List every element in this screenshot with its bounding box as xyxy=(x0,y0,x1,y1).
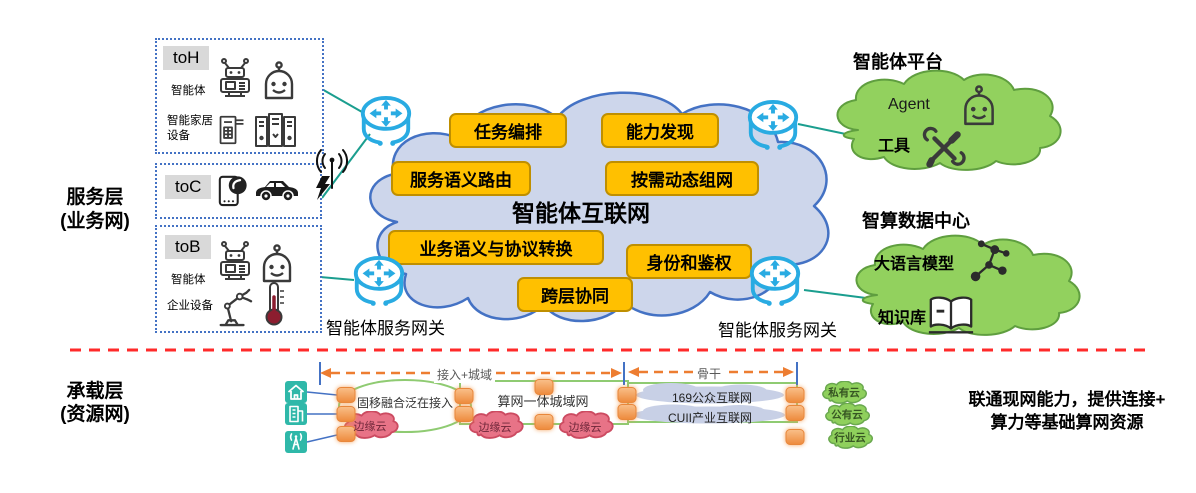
tools-icon xyxy=(922,126,966,170)
span-backbone-label: 骨干 xyxy=(694,365,725,382)
gateway-label-right: 智能体服务网关 xyxy=(718,321,837,340)
robot-icon xyxy=(259,243,295,285)
capability-task-orchestration: 任务编排 xyxy=(449,113,567,148)
footer-note-line1: 联通现网能力，提供连接+ xyxy=(968,390,1166,409)
capability-cross-layer: 跨层协同 xyxy=(517,277,633,312)
access-network-label: 固移融合泛在接入 xyxy=(356,396,453,410)
metro-network-label: 算网一体城域网 xyxy=(497,394,589,409)
toh-tag: toH xyxy=(163,46,210,70)
toh-agent-label: 智能体 xyxy=(171,85,206,97)
mech-robot-icon xyxy=(215,56,255,100)
ai-datacenter-title: 智算数据中心 xyxy=(862,211,970,231)
access-device-icons xyxy=(285,381,307,453)
private-cloud-label: 私有云 xyxy=(828,387,860,399)
gateway-router-icon xyxy=(746,254,804,314)
edge-cloud-label: 边缘云 xyxy=(568,422,602,434)
client-group-toc: toC xyxy=(155,163,322,219)
tob-device-label: 企业设备 xyxy=(167,300,213,312)
client-group-toh: toH 智能体 智能家居设备 xyxy=(155,38,324,154)
industry-cloud-label: 行业云 xyxy=(834,432,866,444)
tob-agent-label: 智能体 xyxy=(171,274,206,286)
book-icon xyxy=(926,294,976,336)
core-cloud-title: 智能体互联网 xyxy=(512,200,650,226)
phone-chat-icon xyxy=(217,172,249,208)
link-gateway-datacenter xyxy=(803,289,867,299)
bearer-layer-title: 承载层 xyxy=(66,381,124,402)
printer-icon xyxy=(217,114,247,146)
service-layer-title: 服务层 xyxy=(66,187,124,208)
access-network-ellipse xyxy=(338,379,472,433)
capability-capability-discovery: 能力发现 xyxy=(601,113,719,148)
robot-icon xyxy=(960,84,998,128)
toc-tag: toC xyxy=(165,175,212,199)
edge-cloud-label: 边缘云 xyxy=(478,422,512,434)
agent-platform-title: 智能体平台 xyxy=(853,52,943,72)
agent-platform-cloud xyxy=(836,69,1062,171)
bearer-network-diagram xyxy=(285,362,873,453)
capability-identity-auth: 身份和鉴权 xyxy=(626,244,752,279)
capability-protocol-conversion: 业务语义与协议转换 xyxy=(388,230,604,265)
network-nodes xyxy=(336,379,805,445)
server-icon xyxy=(253,112,297,150)
robot-arm-icon xyxy=(215,285,253,329)
ai-datacenter-cloud xyxy=(855,234,1081,336)
tools-item-label: 工具 xyxy=(878,138,911,155)
link-tob-gateway xyxy=(319,276,355,281)
gateway-router-icon xyxy=(357,94,415,154)
backbone-internet-clouds xyxy=(633,383,785,424)
client-group-tob: toB 智能体 企业设备 xyxy=(155,225,322,333)
gateway-router-icon xyxy=(350,254,408,314)
llm-item-label: 大语言模型 xyxy=(874,256,955,273)
footer-note-line2: 算力等基础算网资源 xyxy=(990,413,1144,432)
link-toh-gateway xyxy=(319,87,363,113)
car-icon xyxy=(253,177,301,203)
cuii-internet-label: CUII产业互联网 xyxy=(667,411,752,425)
gateway-router-icon xyxy=(744,98,802,158)
tob-tag: toB xyxy=(165,235,211,259)
agent-item-label: Agent xyxy=(888,96,930,113)
thermometer-icon xyxy=(261,281,287,327)
public-cloud-label: 公有云 xyxy=(831,409,863,421)
span-access-metro-label: 接入+城域 xyxy=(434,366,496,383)
robot-icon xyxy=(261,60,297,102)
mech-robot-icon xyxy=(215,239,255,283)
edge-cloud-label: 边缘云 xyxy=(353,421,387,433)
wireless-antenna-icon xyxy=(316,149,348,200)
gateway-label-left: 智能体服务网关 xyxy=(326,319,445,338)
service-layer-subtitle: (业务网) xyxy=(60,211,130,232)
molecule-icon xyxy=(966,238,1012,288)
toh-device-label: 智能家居设备 xyxy=(167,115,213,142)
knowledge-base-item-label: 知识库 xyxy=(878,310,927,327)
public-internet-label: 169公众互联网 xyxy=(671,391,753,405)
bearer-layer-subtitle: (资源网) xyxy=(60,404,130,425)
capability-on-demand-networking: 按需动态组网 xyxy=(605,161,759,196)
capability-semantic-routing: 服务语义路由 xyxy=(391,161,531,196)
